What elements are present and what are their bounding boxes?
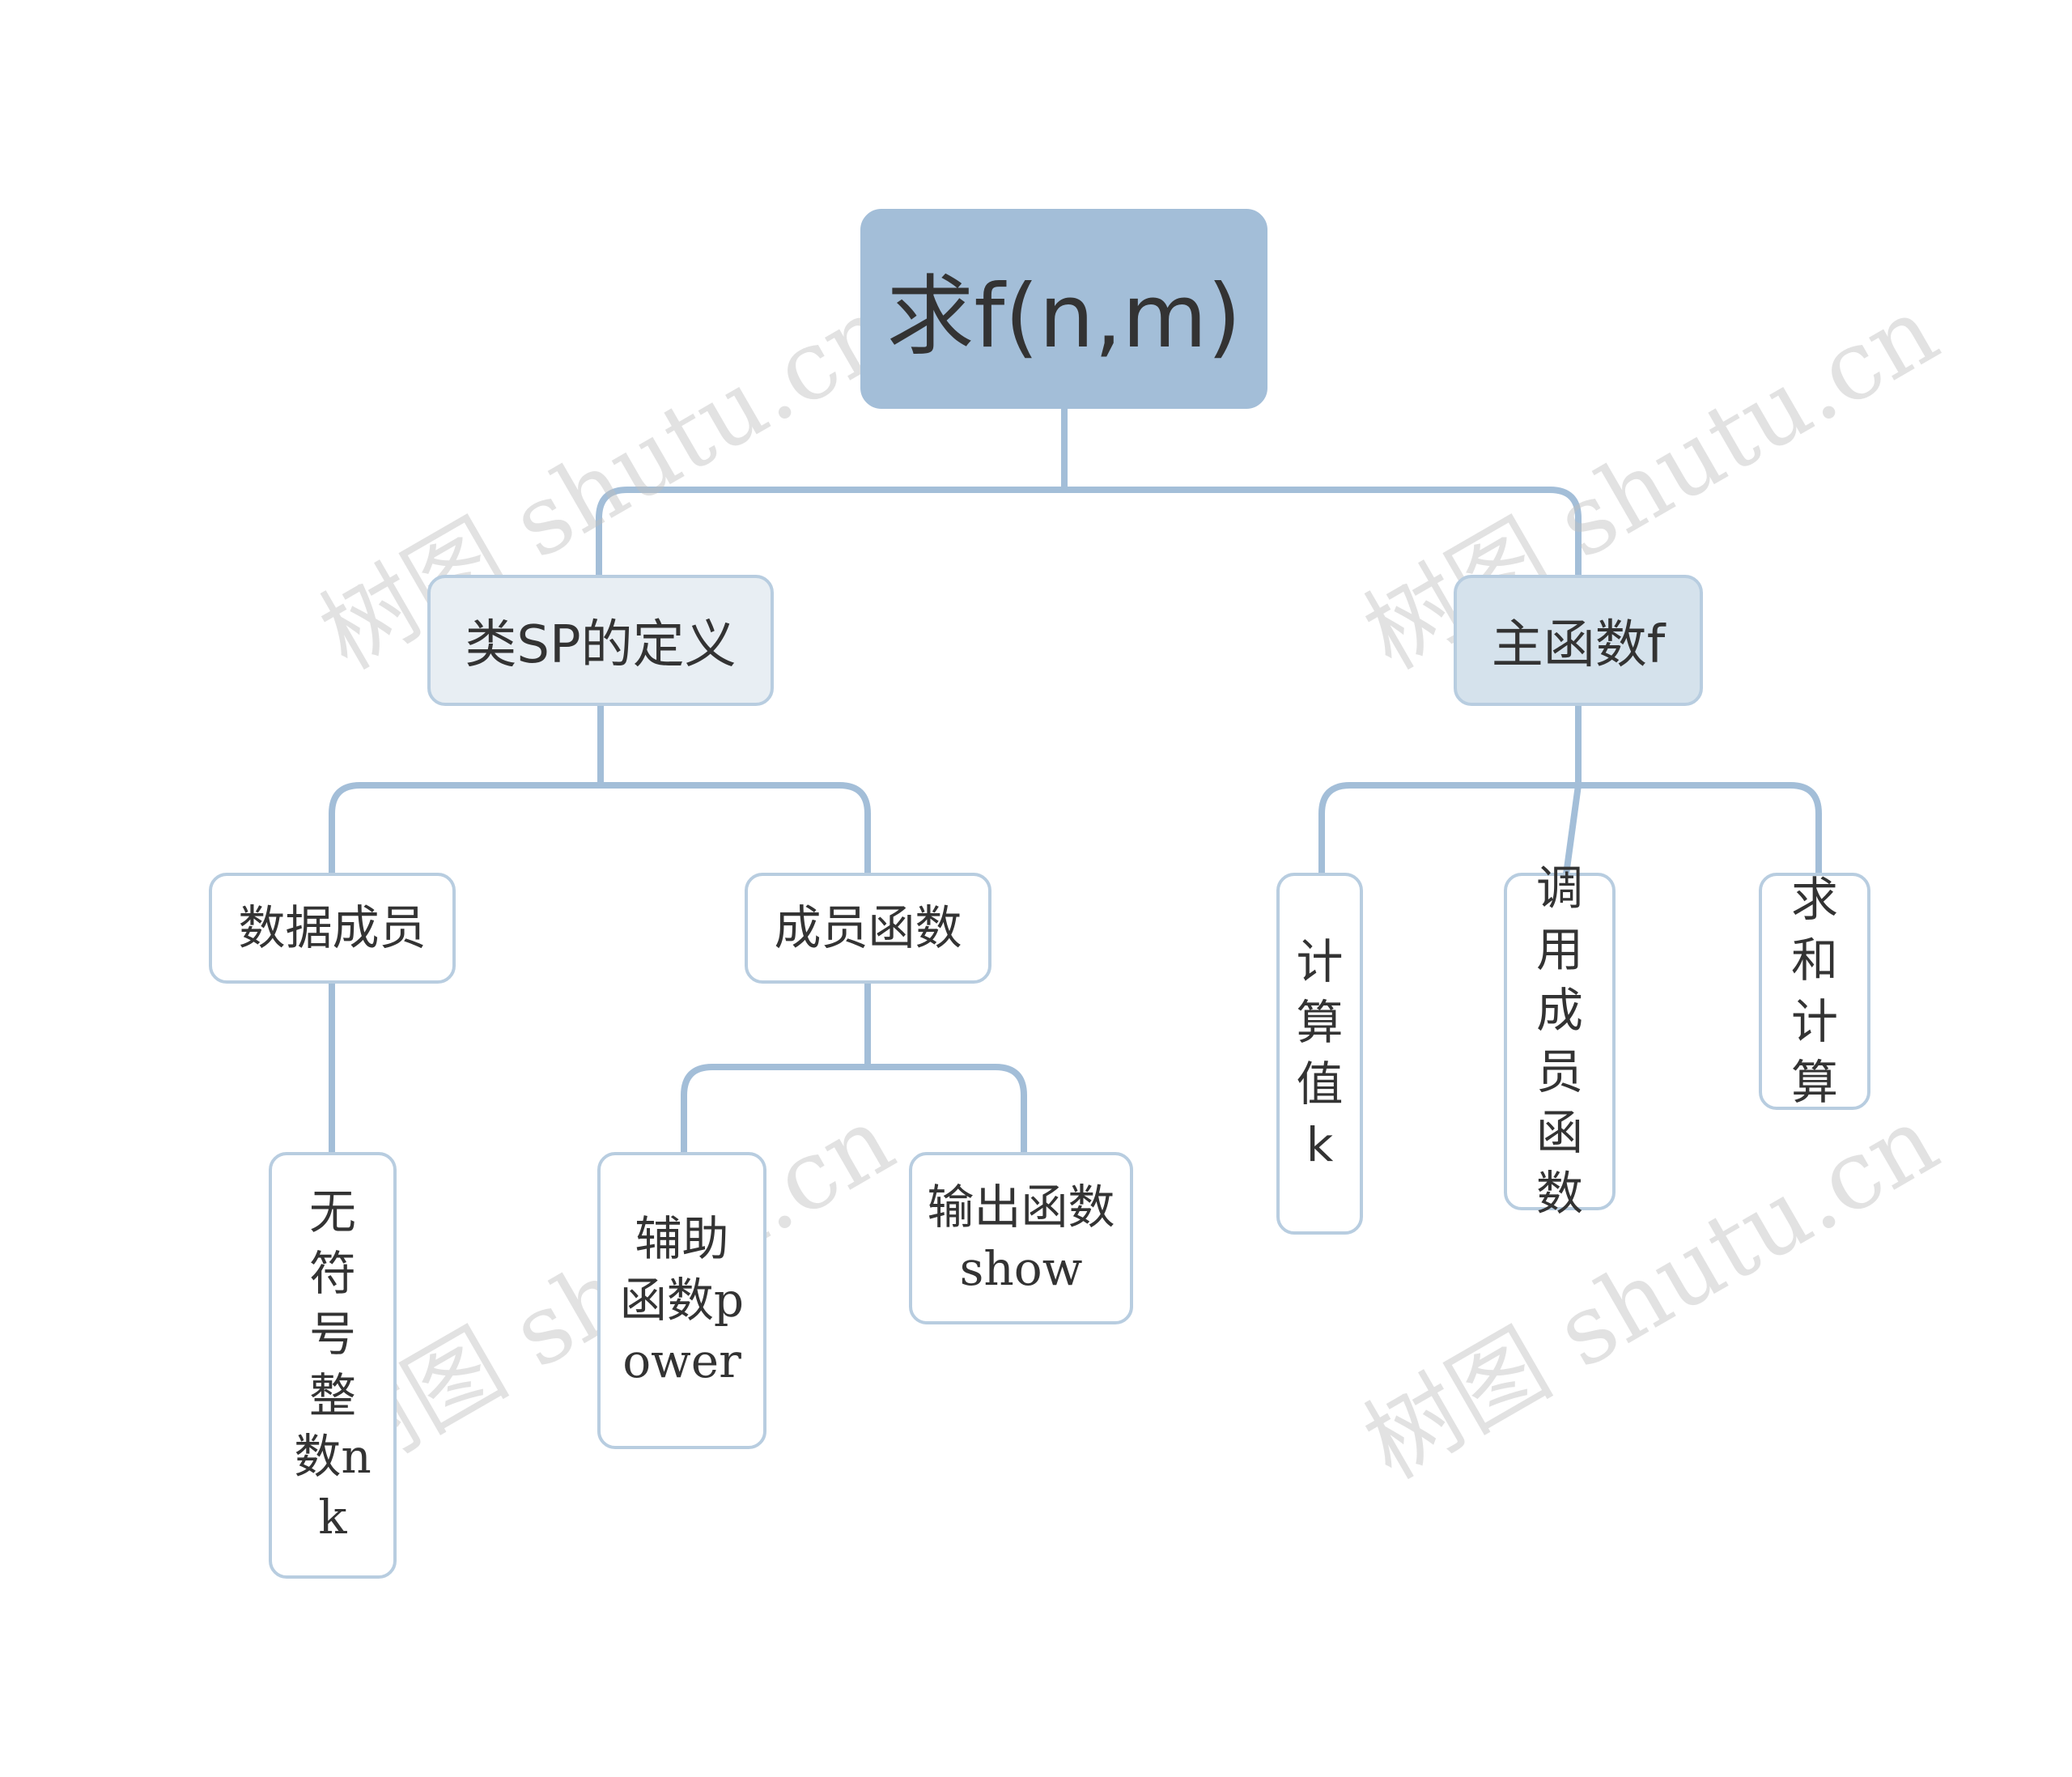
connector-main-function bbox=[1318, 703, 1822, 878]
node-label: 辅助函数power bbox=[619, 1211, 745, 1389]
root-label: 求f(n,m) bbox=[886, 266, 1242, 368]
branch-node-class-definition[interactable]: 类SP的定义 bbox=[427, 575, 774, 706]
node-label: 输出函数show bbox=[927, 1180, 1115, 1296]
node-label: 调用成员函数 bbox=[1535, 861, 1583, 1222]
node-data-members[interactable]: 数据成员 bbox=[209, 873, 456, 984]
node-label: 计算值k bbox=[1296, 933, 1344, 1172]
node-label: 数据成员 bbox=[238, 899, 427, 955]
root-node[interactable]: 求f(n,m) bbox=[860, 209, 1267, 409]
node-call-member-functions[interactable]: 调用成员函数 bbox=[1504, 861, 1616, 1221]
connector-member-functions bbox=[681, 979, 1027, 1157]
node-show-function[interactable]: 输出函数show bbox=[909, 1152, 1133, 1324]
node-label: 求和计算 bbox=[1790, 871, 1838, 1110]
branch-label: 类SP的定义 bbox=[465, 615, 737, 675]
node-unsigned-integers[interactable]: 无符号整数nk bbox=[269, 1152, 397, 1579]
branch-node-main-function[interactable]: 主函数f bbox=[1454, 575, 1703, 706]
node-label: 成员函数 bbox=[774, 899, 962, 955]
node-compute-value[interactable]: 计算值k bbox=[1276, 873, 1363, 1235]
connector-class-definition bbox=[329, 703, 871, 878]
node-sum-calculation[interactable]: 求和计算 bbox=[1759, 872, 1870, 1110]
node-power-function[interactable]: 辅助函数power bbox=[597, 1152, 766, 1449]
node-member-functions[interactable]: 成员函数 bbox=[745, 873, 991, 984]
branch-label: 主函数f bbox=[1491, 615, 1666, 675]
connector-root-branches bbox=[596, 406, 1582, 582]
node-label: 无符号整数nk bbox=[294, 1184, 372, 1545]
